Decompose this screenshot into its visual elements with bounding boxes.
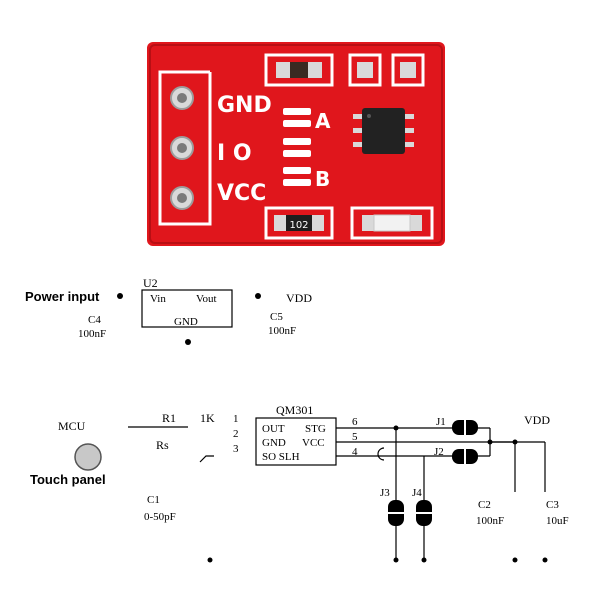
dot-j-merge [487, 439, 493, 445]
dot-c2-top [512, 439, 518, 445]
label-j1: J1 [436, 416, 446, 428]
junction-dots [117, 293, 548, 563]
rs-symbol [199, 455, 214, 463]
led-body [373, 214, 411, 232]
label-u2-gnd: GND [174, 316, 198, 328]
ic-lead-r2 [404, 128, 414, 133]
ic-lead-l2 [353, 128, 363, 133]
header-outline [158, 70, 212, 226]
label-c4: C4 [88, 314, 101, 326]
resistor-code: 102 [289, 220, 308, 231]
label-power-input: Power input [25, 289, 100, 304]
label-vdd-top: VDD [286, 291, 312, 305]
pcb-board: GND I O VCC A B 102 [147, 42, 445, 246]
resistor-pad-right [312, 215, 324, 231]
label-u2-vin: Vin [150, 293, 166, 305]
label-r1: R1 [162, 411, 176, 425]
label-qm301: QM301 [276, 403, 313, 417]
label-u2-vout: Vout [196, 293, 217, 305]
silk-a: A [315, 109, 331, 133]
label-pin-3: 3 [233, 443, 239, 455]
top-a-pad [357, 62, 373, 78]
silk-io: I O [217, 141, 252, 166]
label-c1-value: 0-50pF [144, 511, 176, 523]
led-pad-left [362, 215, 374, 231]
footprint-top-cap [264, 53, 334, 87]
ic-lead-r3 [404, 142, 414, 147]
label-c3: C3 [546, 499, 559, 511]
top-b-pad [400, 62, 416, 78]
label-c5-value: 100nF [268, 325, 296, 337]
touch-panel-pad [74, 443, 102, 471]
schematic-labels: Power input U2 Vin Vout GND C4 100nF VDD… [25, 276, 569, 527]
label-chip-stg: STG [305, 423, 326, 435]
label-c2: C2 [478, 499, 491, 511]
label-pin-4: 4 [352, 446, 358, 458]
label-j2: J2 [434, 446, 444, 458]
jumper-a-top [283, 108, 311, 115]
label-chip-gnd: GND [262, 437, 286, 449]
ic-lead-l3 [353, 142, 363, 147]
label-c3-value: 10uF [546, 515, 569, 527]
ic-pin1-dot [367, 114, 371, 118]
label-rs: Rs [156, 438, 169, 452]
ic-lead-r1 [404, 114, 414, 119]
dot-bottom-c3 [542, 557, 548, 563]
jumper-mid-top [283, 138, 311, 145]
top-cap-pad-right [308, 62, 322, 78]
dot-bottom-1 [207, 557, 213, 563]
label-j4: J4 [412, 487, 422, 499]
jumper-mid-bottom [283, 150, 311, 157]
pin-vcc-hole [177, 193, 187, 203]
top-cap-body [290, 62, 308, 78]
label-1k: 1K [200, 411, 215, 425]
label-pin-2: 2 [233, 428, 239, 440]
label-j3: J3 [380, 487, 390, 499]
label-chip-so: SO SLH [262, 451, 300, 463]
top-cap-pad-left [276, 62, 290, 78]
dot-j4-bottom [421, 557, 427, 563]
label-pin-6: 6 [352, 416, 358, 428]
label-u2: U2 [143, 276, 158, 290]
wire-crossover [377, 447, 385, 461]
label-c2-value: 100nF [476, 515, 504, 527]
label-chip-vcc: VCC [302, 437, 325, 449]
resistor-body [286, 215, 312, 231]
label-mcu: MCU [58, 419, 86, 433]
label-chip-out: OUT [262, 423, 285, 435]
label-c4-value: 100nF [78, 328, 106, 340]
label-touch-panel: Touch panel [30, 472, 106, 487]
label-c5: C5 [270, 311, 283, 323]
label-vdd-right: VDD [524, 413, 550, 427]
pin-gnd-hole [177, 93, 187, 103]
ic-lead-l1 [353, 114, 363, 119]
dot-u2-gnd [185, 339, 191, 345]
footprint-top-a [348, 53, 382, 87]
label-pin-1: 1 [233, 413, 239, 425]
resistor-pad-left [274, 215, 286, 231]
dot-vdd-top [255, 293, 261, 299]
dot-j3-bottom [393, 557, 399, 563]
ic-chip-body [362, 108, 405, 154]
led-pad-right [410, 215, 422, 231]
footprint-led [350, 206, 434, 240]
silk-vcc: VCC [217, 181, 266, 206]
u2-box [141, 289, 233, 328]
dot-j3-top [393, 425, 399, 431]
label-pin-5: 5 [352, 431, 358, 443]
dot-bottom-c2 [512, 557, 518, 563]
schematic-jumpers [388, 420, 478, 526]
label-c1: C1 [147, 494, 160, 506]
pcb-edge [149, 44, 443, 244]
footprint-resistor [264, 206, 334, 240]
jumper-b-top [283, 167, 311, 174]
dot-power-input [117, 293, 123, 299]
silk-b: B [315, 167, 330, 191]
footprint-top-b [391, 53, 425, 87]
jumper-b-bottom [283, 179, 311, 186]
jumper-a-bottom [283, 120, 311, 127]
silk-gnd: GND [217, 93, 272, 118]
pin-io-hole [177, 143, 187, 153]
